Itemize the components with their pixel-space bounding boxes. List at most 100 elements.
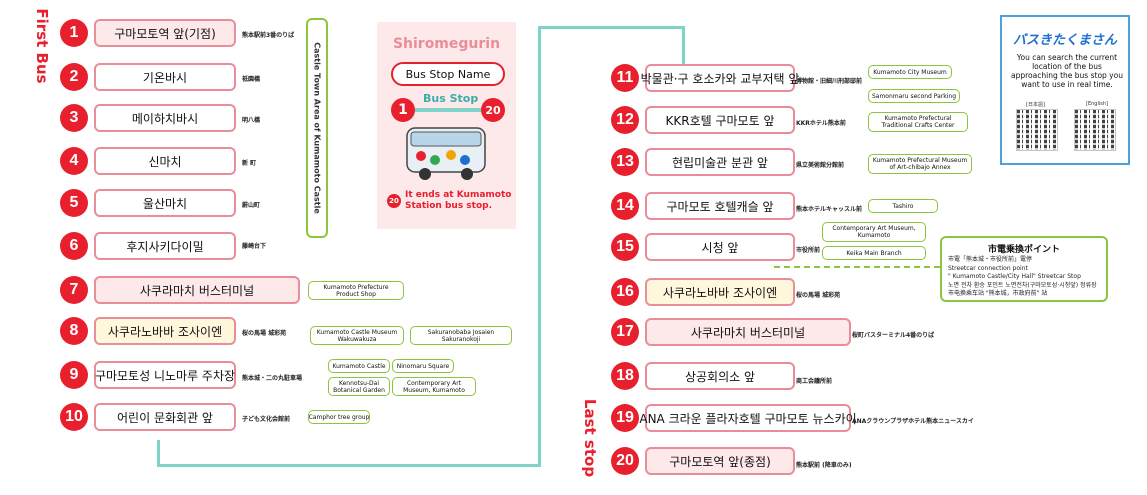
stop-name[interactable]: 구마모토 호텔캐슬 앞 bbox=[645, 192, 795, 220]
stop-name[interactable]: ANA 크라운 플라자호텔 구마모토 뉴스카이 bbox=[639, 404, 857, 432]
stop-number: 14 bbox=[611, 192, 639, 220]
connection-line-4: 노면 전차 환승 포인트 노면전차(구마모토성·시청앞) 정류장 bbox=[948, 282, 1097, 289]
stop-number: 10 bbox=[60, 403, 88, 431]
sight-tag: Kumamoto Castle bbox=[328, 359, 390, 373]
stop-jp: 商工会議所前 bbox=[796, 378, 833, 385]
route-line-middle bbox=[538, 26, 541, 467]
legend-note-number: 20 bbox=[387, 194, 401, 208]
stop-jp: ANAクラウンプラザホテル熊本ニュースカイ bbox=[852, 418, 974, 425]
stop-jp: KKRホテル熊本前 bbox=[796, 120, 846, 127]
lang-jp-label: [日本語] bbox=[1026, 102, 1045, 108]
sight-tag: Kumamoto Castle Museum Wakuwakuza bbox=[310, 326, 404, 345]
stop-name[interactable]: 사쿠라노바바 조사이엔 bbox=[645, 278, 795, 306]
stop-name[interactable]: 현립미술관 분관 앞 bbox=[645, 148, 795, 176]
stop-jp: 桜町バスターミナル4番のりば bbox=[852, 332, 935, 339]
stop-name[interactable]: 기온바시 bbox=[94, 63, 236, 91]
stop-name[interactable]: 신마치 bbox=[94, 147, 236, 175]
sight-tag: Kennotsu-Dai Botanical Garden bbox=[328, 377, 390, 396]
stop-jp: 桜の馬場 城彩苑 bbox=[796, 292, 841, 299]
stop-name[interactable]: 박물관·구 호소카와 교부저택 앞 bbox=[641, 64, 799, 92]
stop-name[interactable]: 메이하치바시 bbox=[94, 104, 236, 132]
bus-kita-kumasan-logo: バスきたくまさん bbox=[1012, 33, 1117, 48]
stop-number: 9 bbox=[60, 361, 88, 389]
stop-name[interactable]: 구마모토역 앞(종점) bbox=[645, 447, 795, 475]
stop-name[interactable]: 울산마치 bbox=[94, 189, 236, 217]
stop-name[interactable]: 사쿠라마치 버스터미널 bbox=[94, 276, 300, 304]
legend-first-number: 1 bbox=[391, 98, 415, 122]
sight-tag: Kumamoto Prefectural Museum of Art-chiba… bbox=[868, 154, 972, 174]
stop-name[interactable]: 어린이 문화회관 앞 bbox=[94, 403, 236, 431]
sight-tag: Ninomaru Square bbox=[392, 359, 454, 373]
connection-line-1: 市電「熊本城・市役所前」電停 bbox=[948, 256, 1033, 263]
lang-en-label: [English] bbox=[1086, 101, 1108, 107]
sight-tag: Sakuranobaba Josaien Sakuranokoji bbox=[410, 326, 512, 345]
legend-note: It ends at Kumamoto Station bus stop. bbox=[405, 190, 512, 211]
castle-area-label: Castle Town Area of Kumamoto Castle bbox=[312, 42, 322, 214]
qr-code-jp-icon[interactable] bbox=[1016, 109, 1058, 151]
bus-illustration-icon bbox=[401, 122, 493, 188]
stop-number: 16 bbox=[611, 278, 639, 306]
sight-tag: Samonmaru second Parking bbox=[868, 89, 960, 103]
connection-line-5: 市电换乘车站 "熊本城，市政府前" 站 bbox=[948, 290, 1048, 297]
route-line-left bbox=[157, 440, 160, 466]
stop-jp: 熊本城・二の丸駐車場 bbox=[242, 375, 303, 382]
stop-number: 8 bbox=[60, 317, 88, 345]
legend-panel: Shiromegurin Bus Stop Name Bus Stop 1 20… bbox=[377, 22, 516, 229]
stop-jp: 蔚山町 bbox=[242, 202, 261, 209]
stop-name[interactable]: 상공회의소 앞 bbox=[645, 362, 795, 390]
first-bus-label: First Bus bbox=[33, 8, 51, 84]
stop-number: 15 bbox=[611, 233, 639, 261]
stop-jp: 祇園橋 bbox=[242, 76, 261, 83]
stop-jp: 市役所前 bbox=[796, 247, 821, 254]
stop-name[interactable]: 구마모토역 앞(기점) bbox=[94, 19, 236, 47]
stop-name[interactable]: 사쿠라노바바 조사이엔 bbox=[94, 317, 236, 345]
connection-dashed-line bbox=[774, 266, 940, 268]
qr-code-en-icon[interactable] bbox=[1074, 109, 1116, 151]
stop-jp: 新 町 bbox=[242, 160, 257, 167]
sight-tag: Camphor tree group bbox=[308, 410, 370, 424]
route-line-top bbox=[538, 26, 684, 29]
stop-jp: 子ども文化会館前 bbox=[242, 416, 291, 423]
sight-tag: Tashiro bbox=[868, 199, 938, 213]
stop-number: 5 bbox=[60, 189, 88, 217]
stop-name[interactable]: 구마모토성 니노마루 주차장 bbox=[94, 361, 236, 389]
stop-jp: 藤崎台下 bbox=[242, 243, 267, 250]
legend-bus-stop: Bus Stop bbox=[423, 92, 479, 105]
stop-number: 11 bbox=[611, 64, 639, 92]
legend-title: Shiromegurin bbox=[392, 36, 501, 52]
stop-number: 2 bbox=[60, 63, 88, 91]
stop-name[interactable]: KKR호텔 구마모토 앞 bbox=[645, 106, 795, 134]
stop-number: 17 bbox=[611, 318, 639, 346]
stop-name[interactable]: 시청 앞 bbox=[645, 233, 795, 261]
stop-number: 18 bbox=[611, 362, 639, 390]
legend-last-number: 20 bbox=[481, 98, 505, 122]
stop-name[interactable]: 후지사키다이밀 bbox=[94, 232, 236, 260]
stop-number: 20 bbox=[611, 447, 639, 475]
stop-name[interactable]: 사쿠라마치 버스터미널 bbox=[645, 318, 851, 346]
connection-line-2: Streetcar connection point bbox=[948, 265, 1028, 272]
stop-jp: 熊本ホテルキャッスル前 bbox=[796, 206, 863, 213]
stop-jp: 桜の馬場 城彩苑 bbox=[242, 330, 287, 337]
stop-number: 12 bbox=[611, 106, 639, 134]
route-line-bottom bbox=[157, 464, 540, 467]
